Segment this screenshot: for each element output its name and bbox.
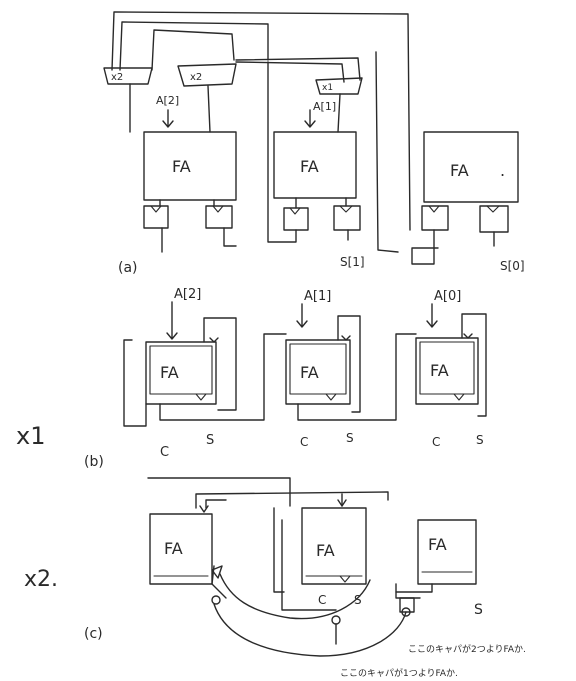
note-1: ここのキャパが2つよりFAか. (408, 643, 526, 655)
fa-c-1-clk (340, 576, 350, 582)
wire-mux-fa1 (338, 94, 340, 132)
label-c-s1: S (354, 593, 362, 607)
ff-a-2s-clk (213, 206, 223, 212)
wire-mux-fa2b (208, 86, 210, 132)
ff-a-2c-clk (151, 206, 161, 212)
wire-b-carry-left (124, 340, 146, 426)
label-b-s0: S (476, 433, 484, 447)
wire-b-carry-2-1 (160, 334, 286, 420)
wire-top-loop (112, 12, 410, 230)
mux-x2x1 (178, 64, 236, 86)
arrow-b-a0 (427, 304, 437, 327)
label-fig-a: (a) (118, 260, 138, 276)
label-s0: S[0] (500, 259, 525, 273)
arrows-c (200, 500, 346, 512)
wire-right-loop (376, 52, 398, 252)
arrow-a2 (163, 110, 173, 127)
ff-a-2s (206, 206, 232, 228)
label-a2: A[2] (156, 94, 179, 107)
wire-carry-1-loop (268, 62, 296, 242)
label-s1: S[1] (340, 255, 365, 269)
arc-c-outer (214, 604, 406, 656)
diagram-a: x2 x2 x1 A[2] A[1] FA FA FA . (104, 12, 525, 276)
wire-c-r2 (396, 584, 432, 592)
label-x1: x1 (16, 422, 45, 450)
ff-a-2c (144, 206, 168, 228)
wire-c-mid2 (282, 520, 336, 610)
wire-b-s2-loop (204, 318, 236, 410)
fa-b-0-clk (454, 394, 464, 400)
circle-c-1 (212, 596, 220, 604)
label-b-s1: S (346, 431, 354, 445)
label-c-s0: S (474, 602, 483, 618)
label-b-a0: A[0] (434, 289, 461, 304)
fa-a-2-label: FA (172, 157, 191, 176)
fa-b-0-label: FA (430, 361, 449, 380)
arc-c-inner (220, 574, 370, 619)
wire-c-r (396, 584, 420, 598)
label-fig-c: (c) (84, 626, 103, 642)
diagram-b: A[2] A[1] A[0] FA FA FA x1 (b) C S (16, 287, 486, 470)
label-b-a2: A[2] (174, 287, 201, 302)
circle-c-2 (332, 616, 340, 624)
fa-a-0-label: FA (450, 161, 469, 180)
mux-x1-label: x1 (322, 83, 333, 93)
ff-a-1s-clk (340, 206, 352, 212)
wire-c-top3 (206, 500, 226, 508)
wire-carry-0-loop (412, 230, 438, 264)
ff-a-0s-clk (487, 206, 499, 212)
ff-a-0s (480, 206, 508, 232)
ff-a-1s (334, 206, 360, 230)
wire-ff-a2s-out (224, 228, 236, 246)
label-c-c: C (318, 593, 326, 607)
mux-x2-left-label: x2 (111, 72, 123, 83)
note-2: ここのキャパが1つよりFAか. (340, 667, 458, 679)
mux-x2x1-label: x2 (190, 72, 202, 83)
fa-c-1-label: FA (316, 541, 335, 560)
arrow-b-a2 (167, 302, 177, 339)
label-b-c1: C (300, 435, 308, 449)
wire-to-mux-2b (236, 58, 360, 80)
wire-b-s1-loop (338, 316, 360, 412)
label-b-c0: C (432, 435, 440, 449)
ff-a-1c (284, 208, 308, 230)
fa-c-0-label: FA (428, 535, 447, 554)
fa-b-2-clk (196, 394, 206, 400)
ff-a-0c-clk (429, 206, 439, 212)
fa-c-0 (418, 520, 476, 584)
label-fig-b: (b) (84, 454, 104, 470)
wire-c-top (148, 478, 290, 506)
fa-b-2-label: FA (160, 363, 179, 382)
arrow-b-a1 (297, 304, 307, 327)
ff-a-1c-clk (290, 208, 300, 214)
label-a1: A[1] (313, 100, 336, 113)
diagram-c: FA FA FA x2. (c) C S S ここのキャパが2つよりFAか. こ… (24, 478, 526, 679)
label-b-c2: C (160, 445, 169, 460)
fa-b-1-label: FA (300, 363, 319, 382)
fa-a-1-label: FA (300, 157, 319, 176)
label-x2: x2. (24, 567, 58, 592)
fa-c-2-label: FA (164, 539, 183, 558)
label-b-a1: A[1] (304, 289, 331, 304)
fa-b-1-clk (326, 394, 336, 400)
label-b-s2: S (206, 433, 214, 448)
ff-a-0c (422, 206, 448, 230)
fa-a-0-dot: . (500, 161, 505, 180)
